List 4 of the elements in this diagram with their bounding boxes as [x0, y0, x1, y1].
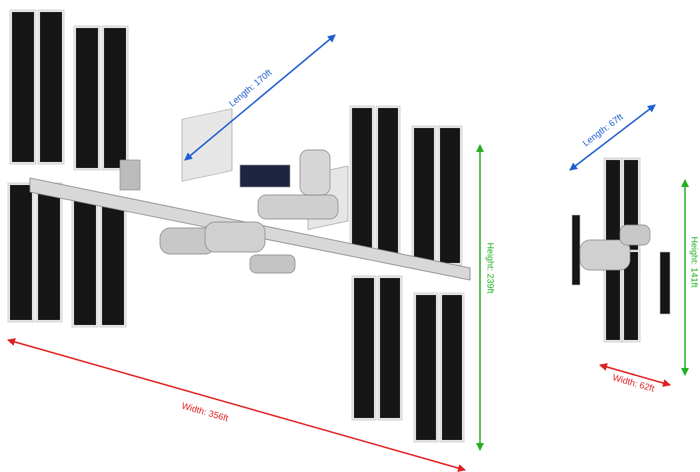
dimension-label: Width: 356ft	[180, 400, 230, 424]
dimension-label: Width: 62ft	[610, 372, 656, 394]
dimension-label: Height: 239ft	[485, 242, 496, 294]
dimension-label: Height: 141ft	[689, 236, 700, 288]
